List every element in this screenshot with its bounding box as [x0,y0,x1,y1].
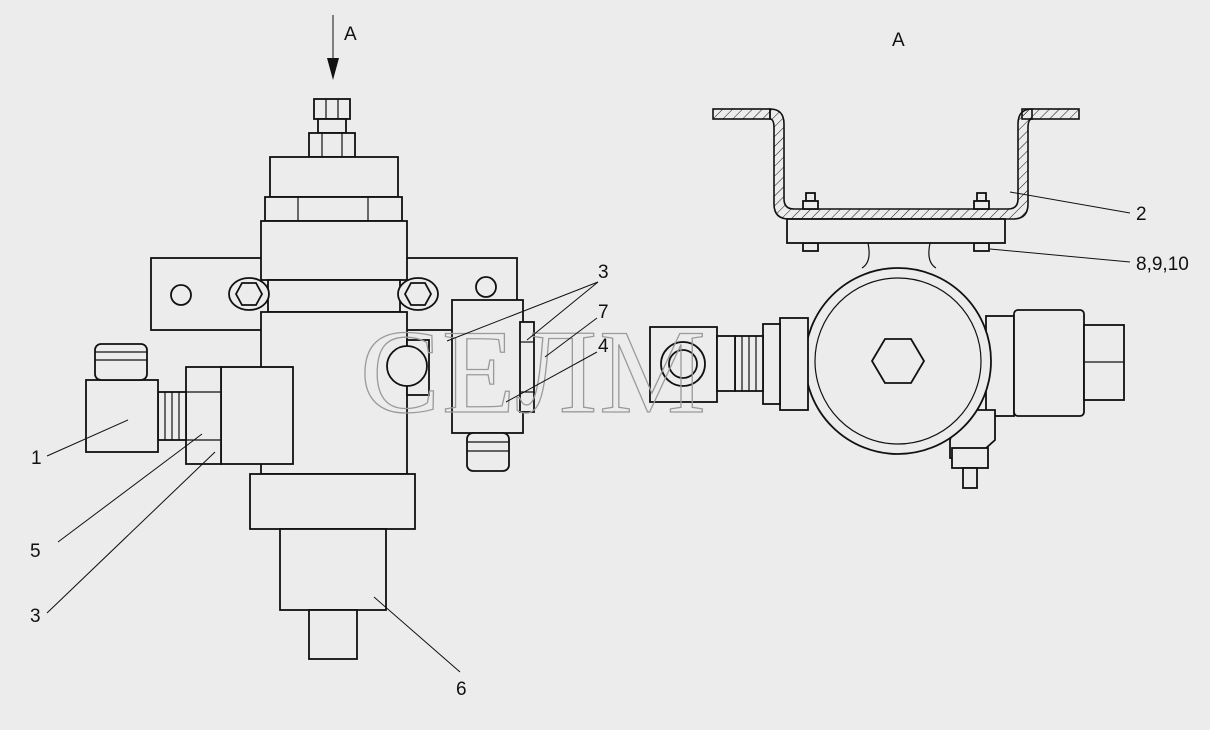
right-nipple-bore [386,345,428,387]
top-stem [317,118,347,134]
sensor-cap [94,343,148,381]
left-view-assembly: A [85,15,535,660]
valve-cap [260,220,408,281]
bolt-right [397,277,439,311]
leader-lines [46,191,1131,673]
hex-nut-large [264,196,403,222]
right-fitting-block [451,299,524,434]
drain-plug [466,432,510,472]
top-fitting [308,132,356,158]
bracket-hole-right [475,276,497,298]
hat-bracket-2 [712,108,1080,220]
clamp-plate [786,218,1006,244]
actuator-6 [279,528,387,611]
callout-2: 2 [1136,204,1147,225]
watermark: СЕЛМ [360,305,708,438]
left-nut [779,317,809,411]
bolt-left [228,277,270,311]
callout-1: 1 [31,448,42,469]
callout-8-9-10: 8,9,10 [1136,254,1189,275]
left-connector [716,335,736,392]
callout-4: 4 [598,336,609,357]
view-arrow-label: A [344,24,357,45]
lower-flange [249,473,416,530]
top-nut [313,98,351,120]
side-port-housing [220,366,294,465]
callout-7: 7 [598,302,609,323]
bottom-stem [308,609,358,660]
port-nut [185,366,222,465]
fitting-nut [519,321,535,413]
bracket-hole-left [170,284,192,306]
lower-pin [962,467,978,489]
view-direction-arrow [327,15,339,80]
callout-3-top: 3 [598,262,609,283]
callout-6: 6 [456,679,467,700]
side-coupling [1013,309,1085,417]
left-collar [762,323,781,405]
right-view-assembly: A [649,30,1125,489]
elbow-sensor [85,379,159,453]
screws-8-9-10 [802,192,990,252]
lower-plug [951,447,989,469]
callout-5: 5 [30,541,41,562]
view-label: A [892,30,905,51]
body-circle-inner [814,277,982,445]
left-block-bore-inner [668,349,698,379]
upper-housing [269,156,399,198]
hex-plug [870,338,926,384]
callout-3-bottom: 3 [30,606,41,627]
